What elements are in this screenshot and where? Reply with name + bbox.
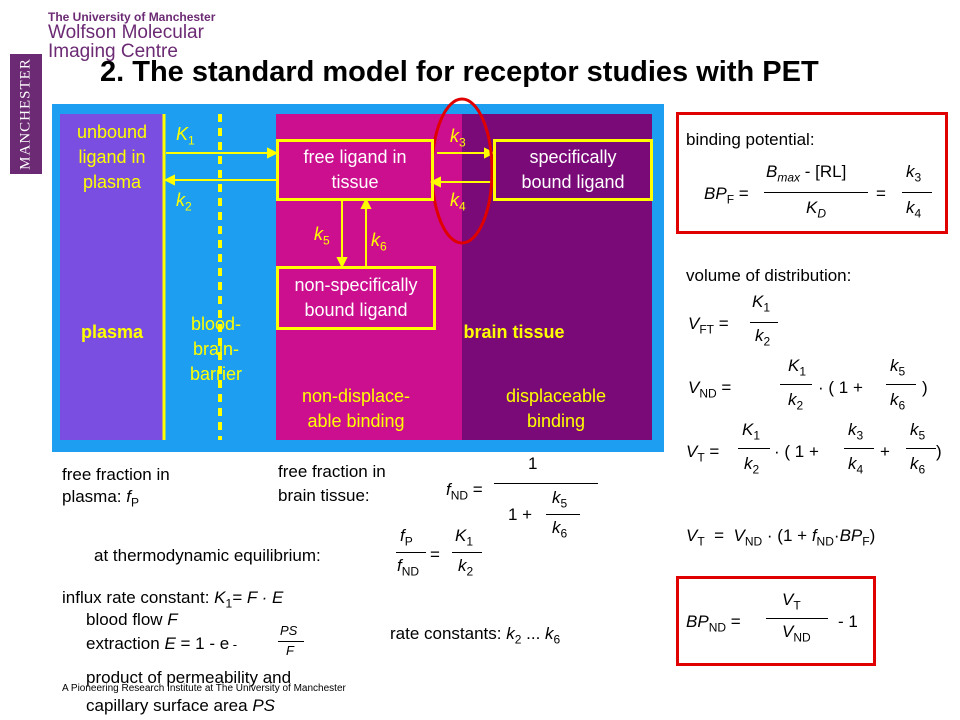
free-ligand-box [276,139,434,201]
footer-text: A Pioneering Research Institute at The U… [62,683,346,694]
vd-label: volume of distribution: [686,266,852,285]
plasma-label: plasma [80,322,144,342]
k2-label: k2 [176,190,192,214]
free-ligand-label: free ligand in tissue [303,147,407,192]
bbb-label: blood- brain- barrier [189,314,242,384]
unbound-label: unbound ligand in plasma [76,122,148,192]
slide-title: 2. The standard model for receptor studi… [100,56,819,88]
vt-relation: VT = VND · (1 + fND·BPF) [686,526,876,549]
extraction-line: extraction E = 1 - e - [86,634,238,653]
bpnd-box [676,576,876,666]
k1-label: K1 [176,124,195,148]
nonspecific-label: non-specifically bound ligand [294,275,418,320]
brain-tissue-label: brain tissue [463,322,565,342]
specific-label: specifically bound ligand [521,147,625,192]
k3-label: k3 [450,126,466,150]
rate-constants: rate constants: k2 ... k6 [390,624,561,647]
k5-label: k5 [314,224,330,248]
blood-flow-line: blood flow F [86,610,178,629]
free-fraction-tissue: free fraction in brain tissue: [278,462,386,505]
wmic-logo-text: Wolfson Molecular Imaging Centre [48,22,204,62]
fnd-eq-lhs: fND = [446,480,483,503]
k4-label: k4 [450,190,466,214]
displaceable-label: displaceable binding [505,386,607,431]
influx-line: influx rate constant: K1= F · E [62,588,284,611]
nonspecific-box [276,266,436,330]
ps-line: product of permeability and capillary su… [86,668,292,715]
k6-label: k6 [371,230,387,254]
nondisplaceable-label: non-displace- able binding [301,386,411,431]
free-fraction-plasma: free fraction in plasma: fP [62,465,170,510]
manchester-crest: MANCHESTER [10,54,42,174]
specific-box [493,139,653,201]
university-name: The University of Manchester [48,10,216,24]
bp-label: binding potential: [686,130,815,149]
thermo-label: at thermodynamic equilibrium: [94,546,321,565]
bp-box [676,112,948,234]
